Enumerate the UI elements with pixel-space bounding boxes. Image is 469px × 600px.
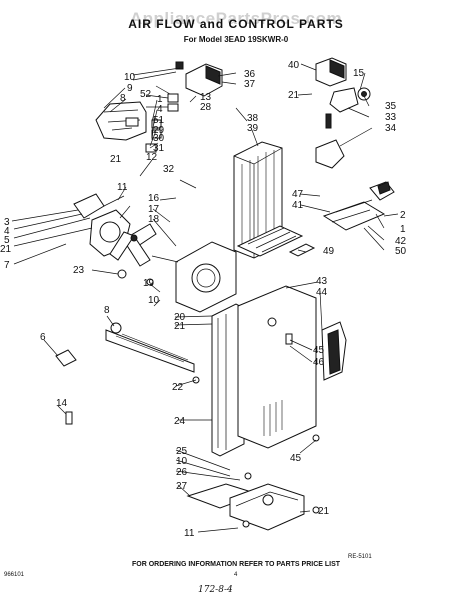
callout-11-upper: 11 xyxy=(117,182,128,193)
callout-51: 51 xyxy=(153,115,165,126)
callout-23: 23 xyxy=(73,265,85,276)
callout-7: 7 xyxy=(4,260,10,271)
callout-29: 29 xyxy=(153,125,165,136)
callout-4-left: 4 xyxy=(4,226,10,237)
callout-15: 15 xyxy=(353,68,365,79)
callout-1: 1 xyxy=(400,224,406,235)
fan-motor-part xyxy=(73,193,157,267)
callout-36: 36 xyxy=(244,69,256,80)
callout-1-upper: 1 xyxy=(157,94,163,105)
callout-5: 5 xyxy=(4,235,10,246)
callout-34: 34 xyxy=(385,123,397,134)
callout-41: 41 xyxy=(292,200,304,211)
callout-30: 30 xyxy=(153,133,165,144)
callout-16: 16 xyxy=(148,193,160,204)
callout-21-leftedge: 21 xyxy=(0,244,12,255)
bottom-bracket-part xyxy=(186,483,305,531)
callout-8: 8 xyxy=(120,93,126,104)
rear-panel-part xyxy=(237,285,347,449)
callout-50: 50 xyxy=(395,246,407,257)
handwritten-date: 172-8-4 xyxy=(198,585,233,595)
callout-14: 14 xyxy=(56,398,68,409)
callout-8-lower: 8 xyxy=(104,305,110,316)
callout-10-lower: 10 xyxy=(148,295,160,306)
watermark: AppliancePartsPros.com xyxy=(130,9,342,28)
callout-43: 43 xyxy=(316,276,328,287)
callout-10: 10 xyxy=(124,72,136,83)
callout-47: 47 xyxy=(292,189,304,200)
callout-21-bottom: 21 xyxy=(318,506,330,517)
model-subtitle: For Model 3EAD 19SKWR-0 xyxy=(184,35,289,44)
diagram-title: AIR FLOW and CONTROL PARTS xyxy=(128,17,344,31)
callout-37: 37 xyxy=(244,79,256,90)
callout-21-upper-right: 21 xyxy=(288,90,300,101)
callout-32: 32 xyxy=(163,164,175,175)
switch-block-part xyxy=(145,61,223,153)
damper-grill-part xyxy=(236,225,316,257)
callout-40: 40 xyxy=(288,60,300,71)
callout-45-upper: 45 xyxy=(313,345,325,356)
callout-17: 17 xyxy=(148,204,160,215)
callout-22: 22 xyxy=(172,382,184,393)
callout-33: 33 xyxy=(385,112,397,123)
callout-20: 20 xyxy=(174,312,186,323)
callout-18: 18 xyxy=(148,214,160,225)
screw-set-part xyxy=(65,269,320,514)
callout-38: 38 xyxy=(247,113,259,124)
callout-19: 19 xyxy=(143,278,155,289)
callout-42: 42 xyxy=(395,236,407,247)
page-number: 4 xyxy=(234,572,238,578)
control-housing-part xyxy=(95,101,147,141)
callout-12: 12 xyxy=(146,152,158,163)
callout-25: 25 xyxy=(176,446,188,457)
callout-21-left: 21 xyxy=(110,154,122,165)
callout-44: 44 xyxy=(316,287,328,298)
evaporator-cover-part xyxy=(211,303,245,457)
left-code: 966101 xyxy=(4,572,25,578)
callout-9: 9 xyxy=(127,83,133,94)
doc-code: RE-5101 xyxy=(348,554,372,560)
callout-26: 26 xyxy=(176,467,188,478)
callout-11-bottom: 11 xyxy=(184,528,195,539)
damper-control-part xyxy=(315,57,371,169)
callout-28: 28 xyxy=(200,102,212,113)
callout-3: 3 xyxy=(4,217,10,228)
callout-45-lower: 45 xyxy=(290,453,302,464)
callout-10-bottom: 10 xyxy=(176,456,188,467)
callout-46: 46 xyxy=(313,357,325,368)
callout-4-upper: 4 xyxy=(157,104,163,115)
callout-49: 49 xyxy=(323,246,335,257)
fan-shroud-part xyxy=(175,241,237,313)
drip-strip-part xyxy=(55,322,195,373)
callout-39: 39 xyxy=(247,123,259,134)
callout-6: 6 xyxy=(40,332,46,343)
callout-27: 27 xyxy=(176,481,188,492)
callout-52: 52 xyxy=(140,89,152,100)
callout-31: 31 xyxy=(153,143,165,154)
callout-35: 35 xyxy=(385,101,397,112)
callout-21-mid: 21 xyxy=(174,321,186,332)
air-duct-part xyxy=(233,141,283,259)
callout-24: 24 xyxy=(174,416,186,427)
callout-2: 2 xyxy=(400,210,406,221)
right-bracket-part xyxy=(322,181,395,231)
ordering-notice: FOR ORDERING INFORMATION REFER TO PARTS … xyxy=(132,561,341,568)
leader-lines xyxy=(11,63,399,533)
callout-13: 13 xyxy=(200,92,212,103)
